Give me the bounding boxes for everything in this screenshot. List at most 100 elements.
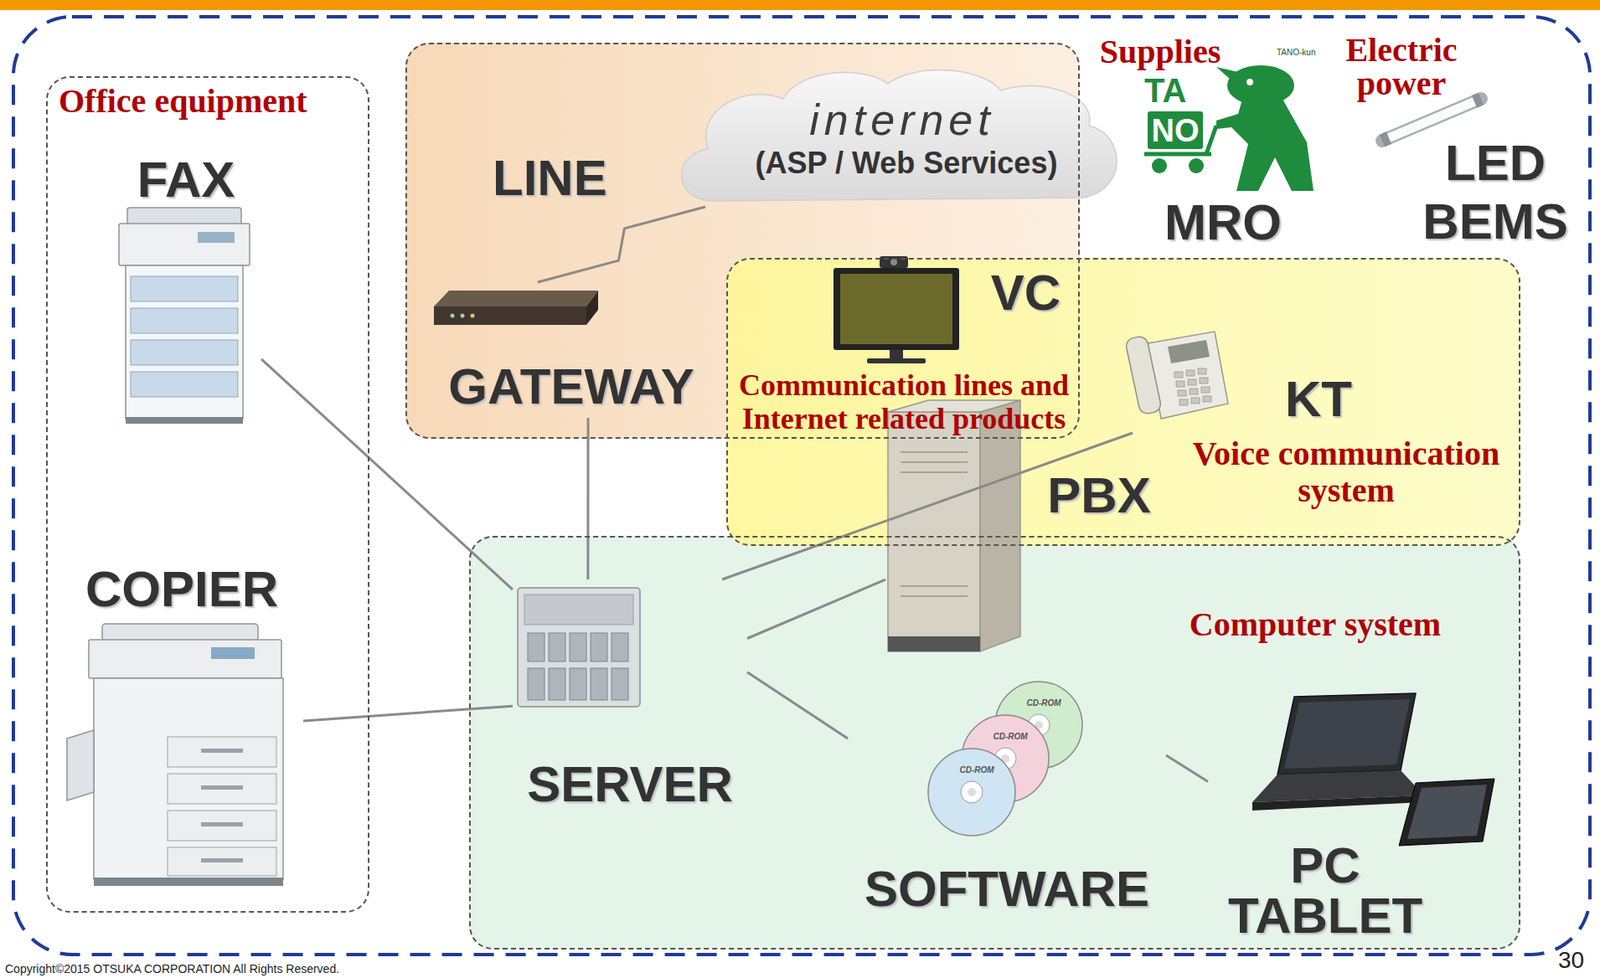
media-label: CD-ROM (1026, 698, 1061, 708)
laptop-pc (1284, 699, 1410, 770)
server-unit (527, 633, 545, 662)
gateway-device (450, 314, 455, 319)
group-title: Office equipment (58, 82, 308, 120)
server-unit (517, 588, 640, 708)
laptop-pc (1252, 795, 1425, 811)
server-unit (569, 633, 587, 662)
fax-machine (130, 308, 238, 334)
label-slot: NO (1147, 112, 1203, 150)
tablet-device (1407, 784, 1487, 840)
supplier-label: MRO (1164, 194, 1282, 251)
text-slot: Office equipment (58, 82, 344, 120)
text-slot: PBX (1042, 470, 1156, 522)
key-telephone (1189, 388, 1198, 395)
connector-group (261, 206, 1208, 783)
copier-machine (201, 785, 243, 790)
device-node: KT (1128, 328, 1363, 434)
led-tube (1387, 101, 1477, 140)
supplier-node: Electric powerLED BEMS (1336, 30, 1581, 253)
text-slot: internet (780, 95, 1024, 145)
text-slot: (ASP / Web Services) (747, 145, 1066, 181)
device-node: GATEWAY (428, 282, 714, 419)
mascot-logo (1188, 158, 1204, 174)
pbx-cabinet (887, 412, 981, 652)
gateway-device (586, 290, 599, 326)
device-label: SOFTWARE (864, 861, 1150, 918)
video-conference-unit (840, 273, 953, 345)
device-label: PBX (1047, 467, 1151, 524)
fax-machine (130, 276, 238, 302)
server-unit (569, 668, 587, 701)
connector-line (537, 206, 706, 283)
copier-machine (67, 624, 284, 887)
mascot-logo (1151, 158, 1167, 174)
key-telephone (1177, 390, 1187, 397)
video-conference-unit (867, 358, 926, 364)
label-slot: TA (1144, 72, 1212, 109)
pbx-cabinet (887, 636, 981, 652)
logo-text: TANO-kun (1276, 47, 1317, 57)
connector-line (747, 672, 848, 739)
label-slot: LINE (492, 153, 627, 204)
key-telephone (1167, 340, 1210, 364)
group-title: Computer system (1189, 605, 1441, 644)
video-conference-unit (833, 268, 960, 351)
header-bar (0, 0, 1600, 11)
key-telephone (1186, 370, 1195, 377)
device-node: PC TABLET (1207, 688, 1506, 948)
group-title: Voice communication system (1192, 434, 1500, 510)
device-label: KT (1285, 371, 1353, 428)
copier-machine (88, 640, 282, 679)
boundary-outline (13, 16, 1590, 955)
text-slot: KT (1276, 374, 1361, 425)
key-telephone (1199, 377, 1208, 384)
gateway-device (433, 290, 599, 326)
cloud-shape (681, 70, 1118, 202)
fax-machine (197, 232, 235, 243)
fax-machine (118, 223, 250, 266)
video-conference-unit (890, 258, 898, 266)
video-conference-unit (889, 350, 904, 359)
server-unit (517, 588, 640, 708)
supplier-label: LED BEMS (1422, 134, 1568, 250)
label-slot: CD-ROM (989, 732, 1032, 743)
key-telephone (1174, 371, 1183, 378)
pbx-cabinet (900, 595, 968, 598)
server-unit (527, 633, 629, 701)
mascot-logo (1227, 65, 1295, 106)
mascot-logo (1144, 152, 1212, 157)
copier-machine (167, 774, 277, 805)
copier-machine (167, 847, 277, 877)
fax-machine (125, 417, 243, 424)
key-telephone (1191, 397, 1200, 404)
text-slot: Communication lines and Internet related… (732, 368, 1076, 436)
fax-machine (130, 371, 238, 398)
label-slot: Copyright©2015 OTSUKA CORPORATION All Ri… (5, 962, 609, 976)
mascot-logo (1144, 65, 1314, 191)
laptop-pc (1277, 693, 1416, 775)
copier-machine (167, 737, 277, 768)
text-slot: LED BEMS (1414, 134, 1577, 252)
copier-machine (201, 822, 243, 827)
cloud-node: internet(ASP / Web Services) (671, 72, 1125, 207)
device-node: PBX (885, 399, 1158, 660)
cloud-shape (681, 70, 1118, 202)
key-telephone (1125, 331, 1229, 419)
device-label: COPIER (85, 561, 279, 618)
text-slot: FAX (110, 154, 262, 206)
tablet-device (1398, 779, 1495, 847)
device-label: SERVER (526, 756, 733, 813)
server-unit (548, 668, 566, 701)
laptop-pc (1252, 693, 1425, 811)
text-slot: SOFTWARE (847, 864, 1167, 915)
text-slot: Computer system (1156, 606, 1475, 644)
copier-machine (67, 730, 94, 801)
video-conference-unit (833, 256, 960, 364)
fax-machine (130, 340, 238, 366)
server-unit (548, 633, 566, 662)
label-slot: CD-ROM (955, 765, 998, 776)
server-unit (611, 668, 629, 701)
device-label: VC (990, 264, 1061, 321)
region-fill (405, 42, 1521, 950)
led-tube (1382, 98, 1482, 141)
